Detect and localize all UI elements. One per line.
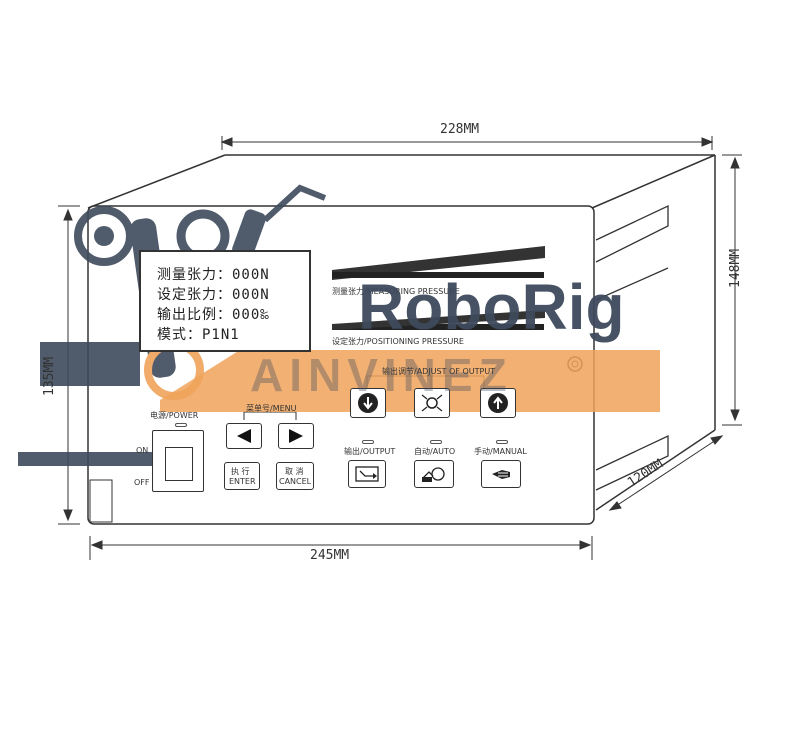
box-top-left-diagonal <box>87 154 226 209</box>
output-label: 输出/OUTPUT <box>344 447 396 456</box>
decrease-button[interactable] <box>350 388 386 418</box>
enter-button[interactable]: 执 行 ENTER <box>224 462 260 490</box>
watermark-brand: RoboRig <box>358 271 625 343</box>
down-arrow-icon <box>351 389 385 417</box>
menu-left-button[interactable] <box>226 423 262 449</box>
adjust-output-label: 输出调节/ADJUST OF OUTPUT <box>382 367 496 376</box>
lcd-screen: 测量张力：000N 设定张力：000N 输出比例：000‰ 模式：P1N1 <box>139 250 311 352</box>
power-led <box>175 423 187 427</box>
menu-right-button[interactable] <box>278 423 314 449</box>
manual-button[interactable] <box>481 460 521 488</box>
triangle-right-icon <box>279 424 313 448</box>
output-button[interactable] <box>348 460 386 488</box>
power-off-label: OFF <box>134 478 150 487</box>
watermark-sub: AINVINEZ <box>250 349 513 401</box>
power-on-label: ON <box>136 446 149 455</box>
watermark-orange-band <box>160 350 660 412</box>
auto-label: 自动/AUTO <box>414 447 456 456</box>
manual-label: 手动/MANUAL <box>474 447 527 456</box>
auto-mode-icon <box>415 461 453 487</box>
dim-height-right: 148MM <box>728 248 743 288</box>
box-top-right-diagonal <box>591 154 716 209</box>
lcd-line-4: 模式：P1N1 <box>157 327 240 343</box>
enter-cn-label: 执 行 <box>231 467 250 476</box>
measuring-bar <box>332 246 545 280</box>
enter-en-label: ENTER <box>229 477 256 486</box>
increase-button[interactable] <box>480 388 516 418</box>
dim-width-bottom: 245MM <box>310 548 350 563</box>
positioning-label: 设定张力/POSITIONING PRESSURE <box>332 337 464 346</box>
sun-burst-icon <box>415 389 449 417</box>
auto-button[interactable] <box>414 460 454 488</box>
up-arrow-icon <box>481 389 515 417</box>
menu-label: 菜单号/MENU <box>246 404 297 413</box>
side-rails <box>595 204 669 491</box>
output-led <box>362 440 374 444</box>
auto-led <box>430 440 442 444</box>
power-switch-rocker <box>165 447 193 481</box>
cancel-button[interactable]: 取 消 CANCEL <box>276 462 314 490</box>
lcd-line-1: 测量张力：000N <box>157 267 270 283</box>
power-label: 电源/POWER <box>150 411 199 420</box>
dim-height-left: 135MM <box>42 356 57 396</box>
mount-slot <box>89 479 113 523</box>
cancel-en-label: CANCEL <box>279 477 312 486</box>
measuring-label: 测量张力/MEASURING PRESSURE <box>332 287 460 296</box>
triangle-left-icon <box>227 424 261 448</box>
hand-icon <box>482 461 520 487</box>
lcd-line-2: 设定张力：000N <box>157 287 270 303</box>
output-arrow-icon <box>349 461 385 487</box>
manual-led <box>496 440 508 444</box>
power-switch[interactable] <box>152 430 204 492</box>
dim-width-top: 228MM <box>440 122 480 137</box>
positioning-bar <box>332 310 545 330</box>
cancel-cn-label: 取 消 <box>285 467 304 476</box>
box-bottom-right-diagonal <box>595 429 716 511</box>
lcd-line-3: 输出比例：000‰ <box>157 307 270 323</box>
reset-button[interactable] <box>414 388 450 418</box>
